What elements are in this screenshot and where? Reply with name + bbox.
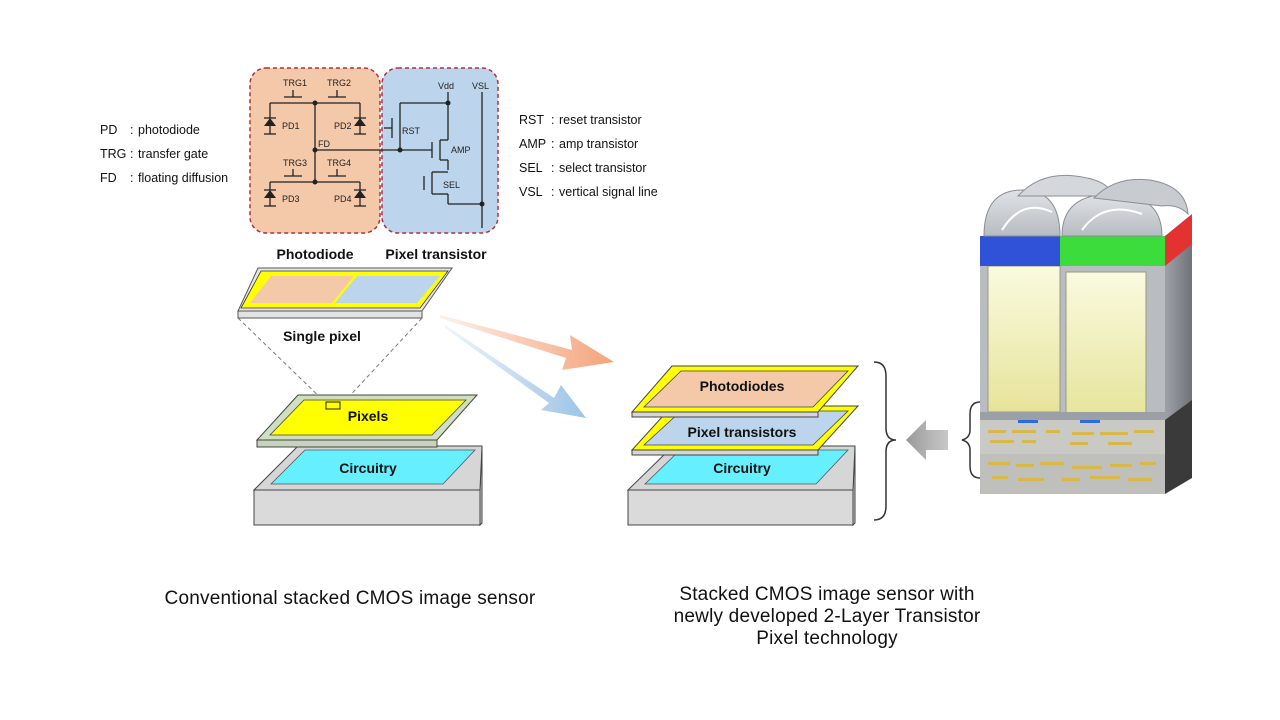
layer-separator: [980, 412, 1165, 420]
blue-filter: [980, 236, 1060, 266]
tower-window: [987, 265, 1061, 413]
pd3-diode: [264, 190, 276, 198]
legend-sep: :: [551, 185, 554, 199]
legend-left: PD : photodiode TRG : transfer gate FD :…: [100, 123, 228, 185]
caption-line: Stacked CMOS image sensor with: [679, 584, 975, 605]
vsl-label: VSL: [472, 81, 489, 91]
two-layer-circuitry-label: Circuitry: [713, 460, 771, 476]
transistor-layer: [980, 420, 1165, 454]
legend-sep: :: [130, 171, 133, 185]
trg4-label: TRG4: [327, 158, 351, 168]
trg3-label: TRG3: [283, 158, 307, 168]
conventional-caption: Conventional stacked CMOS image sensor: [164, 588, 536, 609]
microlens: [1092, 178, 1189, 216]
transition-arrows: [440, 315, 614, 418]
photodiodes-top: [643, 370, 849, 408]
orange-arrow: [440, 315, 614, 370]
legend-right: RST : reset transistor AMP : amp transis…: [519, 113, 658, 199]
pd4-label: PD4: [334, 194, 352, 204]
pixel-marker: [325, 401, 341, 410]
single-pixel-label: Single pixel: [283, 328, 361, 344]
conventional-circuitry-top: [270, 449, 476, 485]
two-layer-stack: Circuitry Pixel transistors Photodiodes: [626, 361, 897, 527]
stack-brace: [873, 361, 897, 521]
lens-highlight: [1081, 208, 1143, 231]
photodiodes-label: Photodiodes: [700, 378, 785, 394]
legend-desc: select transistor: [559, 161, 647, 175]
legend-sep: :: [551, 137, 554, 151]
trg1-label: TRG1: [283, 78, 307, 88]
legend-abbr: RST: [519, 113, 544, 127]
conventional-circuitry-front: [253, 489, 481, 526]
legend-abbr: FD: [100, 171, 117, 185]
sel-label: SEL: [443, 180, 460, 190]
caption-line: Pixel technology: [756, 628, 898, 649]
tower-window: [1065, 271, 1147, 419]
legend-desc: reset transistor: [559, 113, 642, 127]
pd2-diode: [354, 118, 366, 126]
microlens: [1016, 174, 1113, 197]
pd1-label: PD1: [282, 121, 300, 131]
conventional-circuitry-label: Circuitry: [339, 460, 397, 476]
legend-desc: amp transistor: [559, 137, 638, 151]
microlens: [983, 189, 1061, 237]
legend-abbr: PD: [100, 123, 117, 137]
two-layer-caption: Stacked CMOS image sensor with newly dev…: [632, 584, 1022, 650]
legend-abbr: AMP: [519, 137, 546, 151]
tower-base-side: [1165, 400, 1192, 494]
sensor-tower-illustration: [980, 174, 1192, 494]
legend-desc: transfer gate: [138, 147, 208, 161]
rst-label: RST: [402, 126, 421, 136]
conventional-pixels-top: [269, 399, 467, 436]
legend-sep: :: [551, 161, 554, 175]
legend-abbr: TRG: [100, 147, 126, 161]
red-filter: [1165, 214, 1192, 266]
legend-sep: :: [551, 113, 554, 127]
single-pixel-base: [237, 310, 423, 319]
legend-abbr: SEL: [519, 161, 543, 175]
legend-sep: :: [130, 147, 133, 161]
projection-line: [237, 317, 326, 403]
projection-line: [343, 317, 423, 403]
amp-label: AMP: [451, 145, 471, 155]
photodiode-area: [250, 276, 354, 303]
blue-arrow: [445, 325, 586, 418]
legend-sep: :: [130, 123, 133, 137]
green-filter: [1060, 236, 1165, 266]
pd2-label: PD2: [334, 121, 352, 131]
pixel-circuit: TRG1 TRG2 TRG3 TRG4 PD1 PD2 PD3 PD4 FD R…: [249, 67, 499, 234]
circuit-layer: [980, 454, 1165, 494]
caption-line: newly developed 2-Layer Transistor: [673, 606, 981, 627]
pd1-diode: [264, 118, 276, 126]
pixel-transistor-heading: Pixel transistor: [385, 246, 487, 262]
vdd-label: Vdd: [438, 81, 454, 91]
two-layer-circuitry-front: [627, 489, 854, 526]
conventional-pixels-label: Pixels: [348, 408, 389, 424]
fd-label: FD: [318, 139, 330, 149]
pd3-label: PD3: [282, 194, 300, 204]
gray-arrow: [906, 420, 948, 460]
fd-junction: [312, 147, 318, 153]
legend-desc: floating diffusion: [138, 171, 228, 185]
trg2-label: TRG2: [327, 78, 351, 88]
single-pixel: Single pixel: [237, 267, 453, 403]
legend-desc: photodiode: [138, 123, 200, 137]
conventional-stack: Circuitry Pixels: [252, 394, 483, 527]
pixel-transistors-label: Pixel transistors: [688, 424, 797, 440]
small-brace: [961, 401, 981, 479]
lens-highlight: [1001, 206, 1053, 231]
pd4-diode: [354, 190, 366, 198]
photodiode-heading: Photodiode: [277, 246, 354, 262]
transistor-area: [335, 276, 440, 303]
legend-abbr: VSL: [519, 185, 543, 199]
legend-desc: vertical signal line: [559, 185, 658, 199]
